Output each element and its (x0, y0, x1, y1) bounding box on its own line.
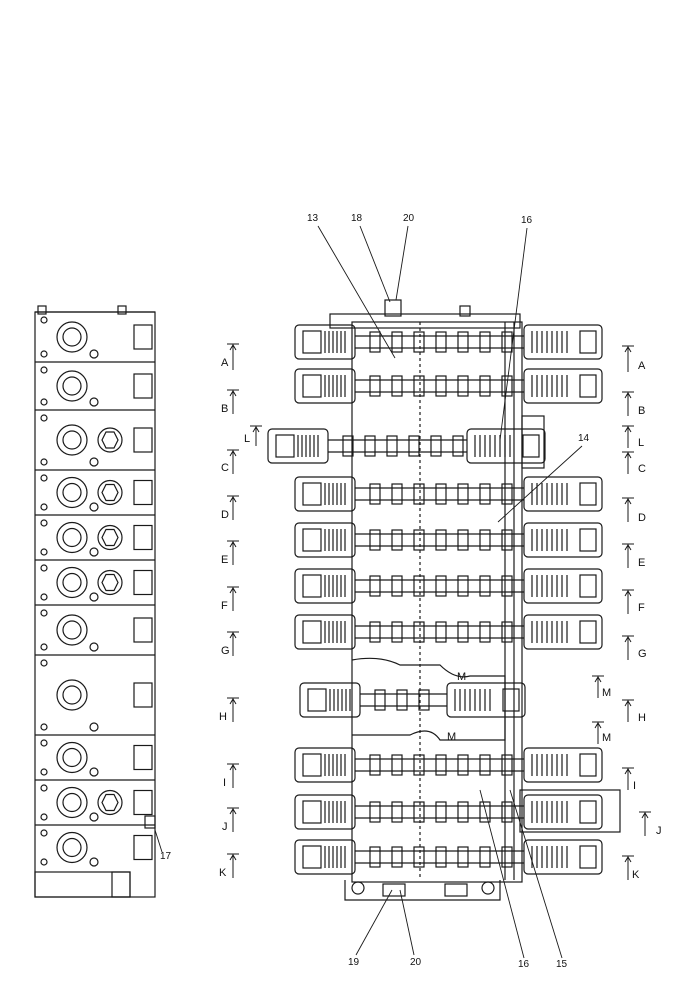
section-left-l: L (244, 433, 251, 445)
section-left-c: C (221, 462, 229, 474)
callout-16-bottom: 16 (518, 959, 530, 970)
section-right-d: D (638, 512, 646, 524)
section-left-k: K (219, 867, 227, 879)
section-left-e: E (221, 554, 229, 566)
section-right-l: L (638, 437, 645, 449)
inner-label-m-2: M (447, 731, 457, 743)
callout-13: 13 (307, 213, 319, 224)
section-left-j: J (222, 821, 228, 833)
callout-17: 17 (160, 851, 172, 862)
section-left-d: D (221, 509, 229, 521)
section-right-b: B (638, 405, 646, 417)
callout-14: 14 (578, 433, 590, 444)
callout-15: 15 (556, 959, 568, 970)
section-right-f: F (638, 602, 645, 614)
section-right-i: I (633, 780, 637, 792)
callout-19: 19 (348, 957, 360, 968)
side-view (34, 305, 156, 898)
front-view (267, 299, 621, 901)
section-right-m-2: M (602, 732, 612, 744)
section-right-g: G (638, 648, 647, 660)
section-left-b: B (221, 403, 229, 415)
section-right-m-1: M (602, 687, 612, 699)
section-right-e: E (638, 557, 646, 569)
callout-20-top: 20 (403, 213, 415, 224)
section-left-i: I (223, 777, 227, 789)
inner-label-m-1: M (457, 671, 467, 683)
section-left-g: G (221, 645, 230, 657)
section-right-j: J (656, 825, 662, 837)
leader-lines (154, 225, 583, 959)
section-right-h: H (638, 712, 646, 724)
section-left-h: H (219, 711, 227, 723)
callout-20-bottom: 20 (410, 957, 422, 968)
section-left-a: A (221, 357, 229, 369)
section-left-f: F (221, 600, 228, 612)
section-right-k: K (632, 869, 640, 881)
section-right-c: C (638, 463, 646, 475)
section-right-a: A (638, 360, 646, 372)
callout-16-top: 16 (521, 215, 533, 226)
callout-18: 18 (351, 213, 363, 224)
section-markers (227, 343, 651, 880)
